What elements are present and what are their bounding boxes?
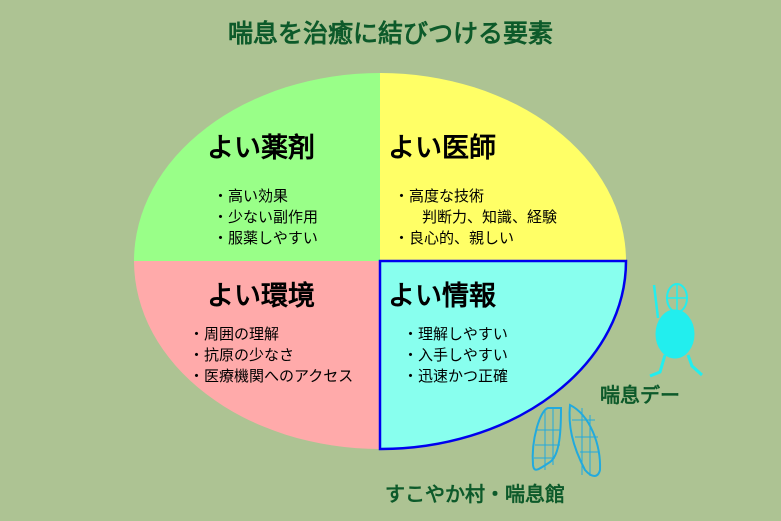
list-item: ・少ない副作用 (213, 208, 319, 226)
medicine-items: ・高い効果 ・少ない副作用 ・服薬しやすい (213, 186, 318, 249)
doctor-items: ・高度な技術 判断力、知識、経験 ・良心的、親しい (394, 186, 557, 249)
list-item: ・良心的、親しい (394, 229, 515, 247)
information-items: ・理解しやすい ・入手しやすい ・迅速かつ正確 (403, 324, 508, 387)
environment-heading: よい環境 (207, 281, 315, 312)
asthma-hall-lungs-icon[interactable] (531, 403, 602, 477)
asthma-day-mascot-icon[interactable] (649, 283, 704, 378)
list-item: ・理解しやすい (403, 325, 508, 343)
list-item: ・服薬しやすい (213, 229, 318, 247)
environment-items: ・周囲の理解 ・抗原の少なさ ・医療機関へのアクセス (189, 324, 353, 387)
medicine-heading: よい薬剤 (207, 133, 315, 164)
list-item: ・抗原の少なさ (189, 346, 295, 364)
information-border (378, 259, 628, 451)
asthma-hall-link[interactable]: すこやか村・喘息館 (385, 482, 565, 506)
asthma-day-link[interactable]: 喘息デー (600, 383, 680, 407)
information-heading: よい情報 (388, 281, 496, 312)
page-title: 喘息を治癒に結びつける要素 (227, 19, 553, 48)
list-item: ・迅速かつ正確 (403, 367, 509, 385)
list-item: ・高度な技術 (394, 187, 485, 205)
list-item: ・医療機関へのアクセス (189, 367, 354, 385)
list-item: ・入手しやすい (403, 346, 508, 364)
doctor-heading: よい医師 (388, 133, 496, 164)
list-item: ・周囲の理解 (189, 325, 280, 343)
list-item: ・高い効果 (213, 187, 289, 205)
list-item: 判断力、知識、経験 (407, 208, 558, 226)
